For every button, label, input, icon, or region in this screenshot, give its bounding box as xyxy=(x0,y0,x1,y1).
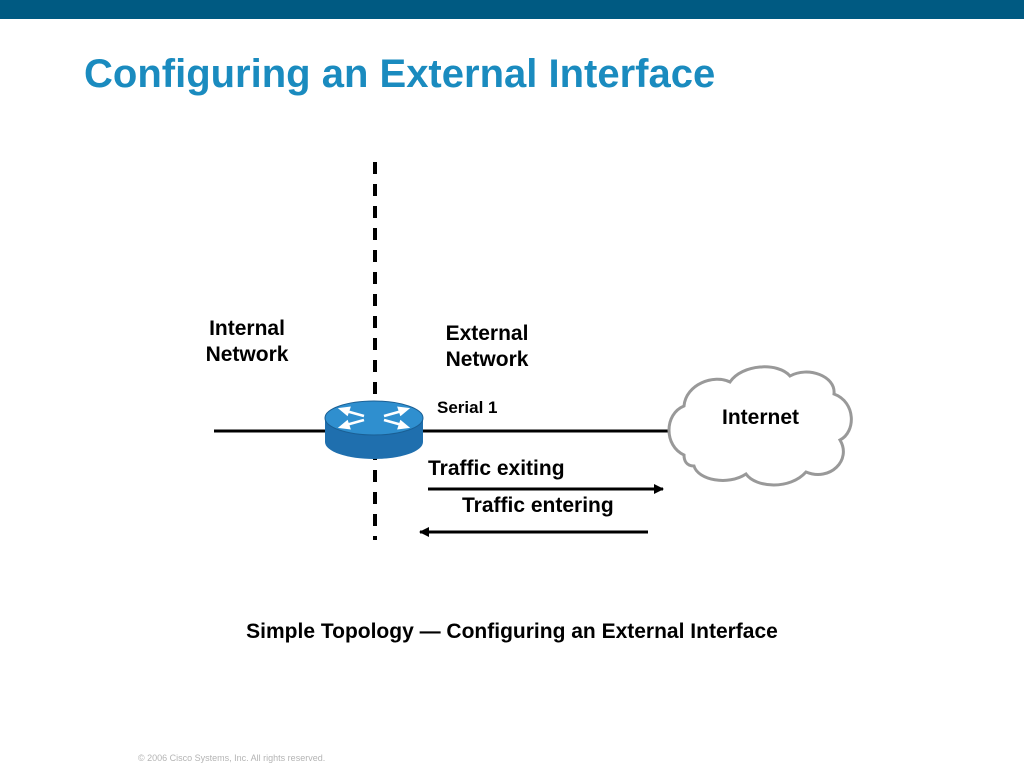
traffic-exiting-label: Traffic exiting xyxy=(428,457,565,480)
internet-label: Internet xyxy=(722,406,800,429)
internal-network-label-line2: Network xyxy=(205,343,289,366)
router-icon xyxy=(324,400,424,459)
external-network-label-line2: Network xyxy=(445,348,529,371)
diagram-caption: Simple Topology — Configuring an Externa… xyxy=(246,620,778,643)
cloud-icon xyxy=(667,365,853,487)
external-network-label: External Network xyxy=(432,321,542,373)
copyright-notice: © 2006 Cisco Systems, Inc. All rights re… xyxy=(138,753,326,763)
slide-title: Configuring an External Interface xyxy=(84,52,716,96)
external-network-label-line1: External xyxy=(445,322,529,345)
header-bar xyxy=(0,0,1024,19)
traffic-entering-label: Traffic entering xyxy=(462,494,614,517)
internal-network-label: Internal Network xyxy=(193,316,301,368)
interface-label: Serial 1 xyxy=(437,398,498,417)
internal-network-label-line1: Internal xyxy=(209,317,285,340)
